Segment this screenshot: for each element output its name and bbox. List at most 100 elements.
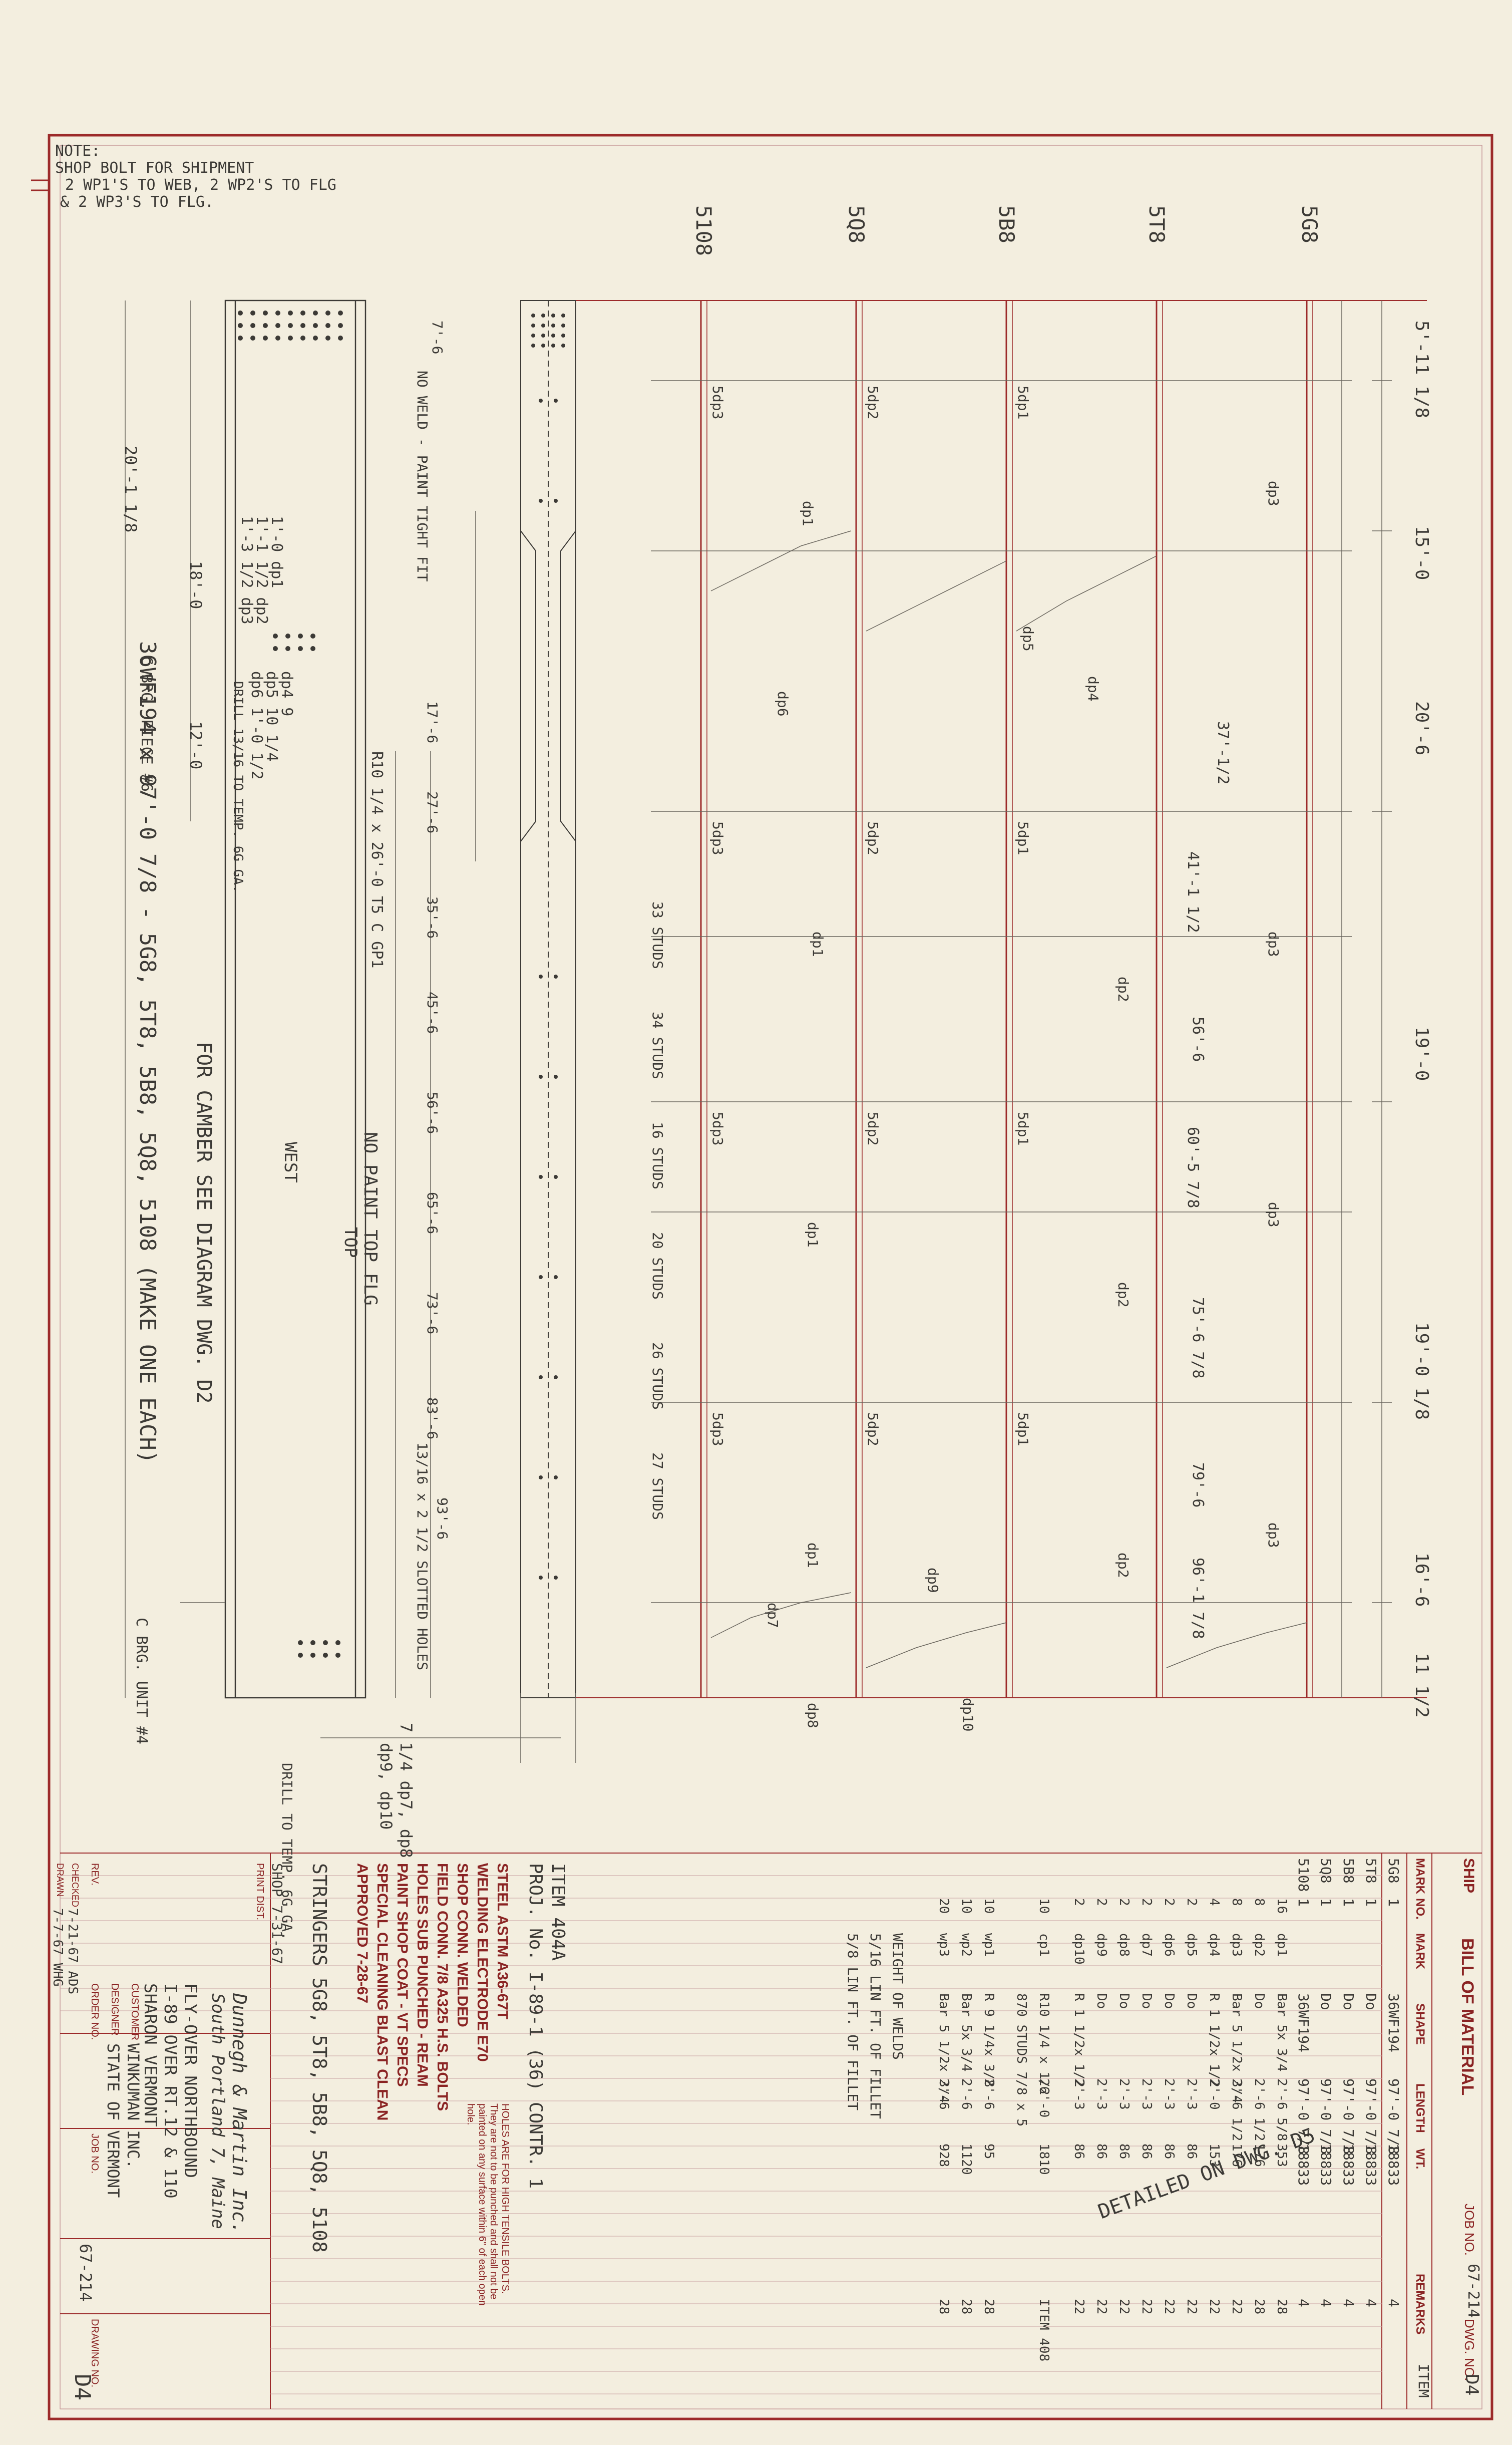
customer-value: WINKUMAN INC. (124, 2043, 143, 2169)
job-description: FLY-OVER NORTHBOUND (180, 1983, 200, 2178)
bom-cell: Do (1340, 1993, 1357, 2010)
shop-date: SHOP 7-31-67 (269, 1863, 285, 1965)
project-note: PROJ. No. I-89-1 (36) CONTR. 1 (525, 1863, 546, 2189)
stiffener-label: 5dp3 (709, 386, 726, 420)
stiffener-label: dp1 (810, 932, 826, 957)
bom-row: 10cp1R10 1/4 x 1/226'-01810ITEM 408 (1036, 1858, 1051, 2361)
bom-cell: 28 (936, 2299, 951, 2315)
bom-cell: 86 (1071, 2144, 1086, 2160)
elev-dim: 73'-6 (424, 1292, 441, 1335)
spec-paint: PAINT SHOP COAT - VT SPECS (394, 1863, 411, 2087)
top-label: TOP (340, 1227, 360, 1258)
bom-cell: 16 (1274, 1898, 1289, 1914)
bottom-detail-label: dp9, dp10 (376, 1743, 396, 1830)
stiffener-label: 5dp2 (865, 1112, 881, 1146)
dim-7: 11 1/2 (1411, 1653, 1432, 1718)
stud-count: 26 STUDS (649, 1342, 666, 1410)
camber-note: FOR CAMBER SEE DIAGRAM DWG. D2 (192, 1042, 215, 1404)
company-name: Dunnegh & Martin Inc. (228, 1993, 250, 2234)
bom-col-no: NO. (1413, 1898, 1427, 1920)
bom-cell: 18833 (1295, 2144, 1312, 2186)
stiffener-label: 5dp2 (865, 821, 881, 855)
bom-cell: 8 (1229, 1898, 1244, 1906)
bom-row: 2dp8Do2'-38622 (1116, 1858, 1131, 2314)
bom-cell: 2'-3 (1162, 2078, 1177, 2110)
bom-cell: 4 (1385, 2299, 1402, 2307)
bom-cell: Do (1363, 1993, 1379, 2010)
bom-cell: 4 (1340, 2299, 1357, 2307)
bom-cell: 22 (1184, 2299, 1199, 2315)
bom-cell: Do (1139, 1993, 1154, 2009)
stiffener-label: dp3 (1265, 1202, 1282, 1228)
spec-stringers: STRINGERS 5G8, 5T8, 5B8, 5Q8, 5108 (308, 1863, 330, 2253)
bom-cell: 2'-6 1/2 (1229, 2078, 1244, 2142)
bom-title: BILL OF MATERIAL (1458, 1938, 1477, 2096)
member-mark-5B8: 5B8 (994, 205, 1019, 243)
bom-cell: 18833 (1363, 2144, 1379, 2186)
bom-cell: 1 (1363, 1898, 1379, 1907)
bom-row: 5T81Do97'-0 7/8188334 (1363, 1858, 1379, 2307)
splice-dim: dp6 1'-0 1/2 (248, 671, 265, 780)
elev-dim: 7'-6 (429, 321, 446, 355)
bom-cell: dp5 (1184, 1933, 1199, 1957)
stud-count: 20 STUDS (649, 1232, 666, 1300)
spec-shop-conn: SHOP CONN. WELDED (454, 1863, 471, 2027)
weld-note: 5/8 LIN FT. OF FILLET (845, 1933, 861, 2111)
designer-label: DESIGNER (109, 1983, 120, 2036)
bom-dwg-label: DWG. NO. (1462, 2319, 1477, 2381)
bom-cell: 4 (1363, 2299, 1379, 2307)
item-note: ITEM 404A (548, 1863, 568, 1961)
bom-cell: 26'-0 (1036, 2078, 1051, 2118)
bom-row: 20wp3Bar 5 1/2x 3/42'-692828 (936, 1858, 951, 2314)
paint-note: NO PAINT TOP FLG (360, 1132, 381, 1306)
bom-cell: 18833 (1385, 2144, 1402, 2186)
bom-cell: 2'-6 (959, 2078, 974, 2110)
elev-dim: 83'-6 (424, 1397, 441, 1440)
bom-row: 5Q81Do97'-0 7/8188334 (1318, 1858, 1334, 2307)
bom-cell: wp3 (936, 1933, 951, 1957)
splice-dim: 1'-0 dp1 (268, 516, 285, 588)
bom-row: 10wp1R 9 1/4x 3/82'-69528 (981, 1858, 996, 2314)
no-weld-note: NO WELD - PAINT TIGHT FIT (414, 371, 431, 582)
bom-ship-header: SHIP (1460, 1858, 1477, 1894)
bom-cell: 2'-3 (1139, 2078, 1154, 2110)
spec-field-conn: FIELD CONN. 7/8 A325 H.S. BOLTS (434, 1863, 451, 2111)
bom-cell: R10 1/4 x 1/2 (1036, 1993, 1051, 2095)
stiffener-label: 5dp2 (865, 1412, 881, 1446)
member-mark-5G8: 5G8 (1297, 205, 1322, 243)
stiffener-label: dp3 (1265, 1522, 1282, 1548)
stiffener-label: dp4 (1085, 676, 1101, 702)
bom-cell: 8 (1252, 1898, 1267, 1906)
bom-job-no: 67-214 (1464, 2264, 1482, 2318)
print-dist-label: PRINT DIST. (254, 1863, 265, 1921)
bom-cell: 2'-3 (1116, 2078, 1131, 2110)
elev-dim: 93'-6 (434, 1497, 451, 1540)
job-description-2: I-89 OVER RT.12 & 110 (160, 1983, 180, 2199)
bom-cell: Bar 5 1/2x 3/4 (936, 1993, 951, 2103)
spec-steel: STEEL ASTM A36-67T (494, 1863, 511, 2020)
bom-cell: 2'-3 (1094, 2078, 1109, 2110)
bom-row: 8dp3Bar 5 1/2x 3/42'-6 1/217622 (1229, 1858, 1244, 2314)
bom-cell: 28 (981, 2299, 996, 2315)
holes-note: 13/16 x 2 1/2 SLOTTED HOLES (414, 1442, 431, 1671)
bom-cell: 22 (1207, 2299, 1222, 2315)
stiffener-label: 5dp1 (1015, 386, 1031, 420)
member-mark-5Q8: 5Q8 (844, 205, 869, 243)
bom-row: 2dp7Do2'-38622 (1139, 1858, 1154, 2314)
web-dim-1: 37'-1/2 (1214, 721, 1232, 785)
bom-cell: wp1 (981, 1933, 996, 1957)
west-label: WEST (280, 1142, 300, 1183)
stud-count: 27 STUDS (649, 1452, 666, 1520)
drawn-value: 7-7-67 WHG (50, 1908, 65, 1987)
stiffener-label: dp5 (1020, 626, 1036, 652)
bom-cell: 2 (1184, 1898, 1199, 1906)
web-dim-5: 75'-6 7/8 (1189, 1297, 1207, 1379)
bom-cell: R 1 1/2x 1/2 (1207, 1993, 1222, 2087)
stiffener-label: 5dp1 (1015, 821, 1031, 855)
bom-cell: 10 (1036, 1898, 1051, 1914)
bom-row: 10wp2Bar 5x 3/42'-6112028 (959, 1858, 974, 2314)
spec-approved: APPROVED 7-28-67 (354, 1863, 370, 2004)
bom-cell: Do (1184, 1993, 1199, 2009)
bom-cell: 20 (936, 1898, 951, 1914)
web-dim-2: 41'-1 1/2 (1184, 851, 1202, 933)
